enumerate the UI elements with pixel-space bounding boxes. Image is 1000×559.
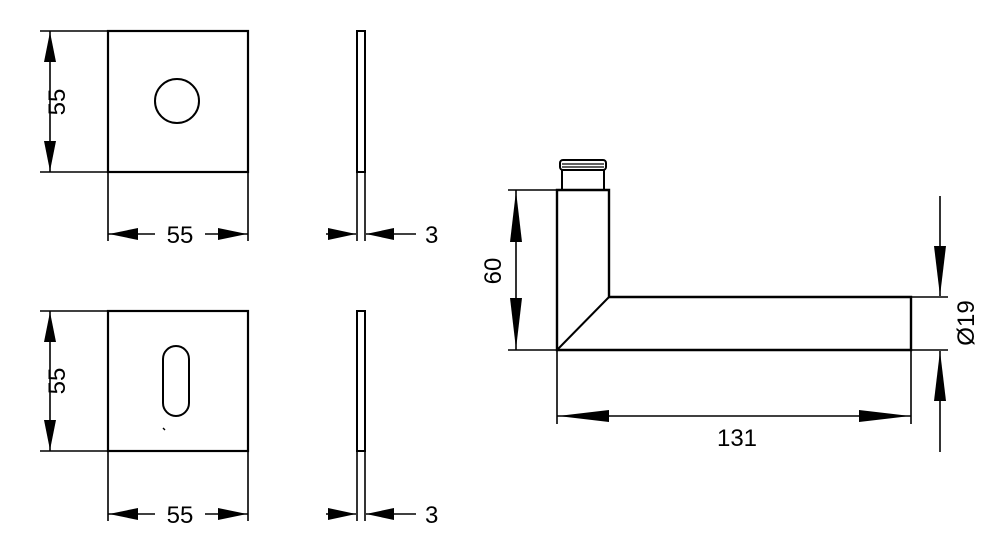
lever-diameter-dimension: Ø19 [911,196,980,452]
round-hole [154,78,200,124]
lever-length-label: 131 [717,425,757,452]
rosette-key-width-dimension: 55 [107,451,249,529]
rosette-key-height-label: 55 [44,368,71,395]
rosette-round-height-label: 55 [44,89,71,116]
rosette-key-width-label: 55 [167,502,194,529]
lever-handle [555,159,913,352]
lever-outline [555,188,913,352]
rosette-key-thickness-label: 3 [425,502,438,529]
lever-height-label: 60 [480,258,507,285]
rosette-round-side-view: 3 [326,30,438,249]
rosette-round-height-dimension: 55 [40,30,108,173]
rosette-key-front-view [106,309,250,453]
spindle-neck [561,169,605,191]
rosette-key-height-dimension: 55 [40,310,108,452]
spindle-cap [559,159,607,171]
lever-diameter-label: Ø19 [953,300,980,345]
rosette-round-width-dimension: 55 [107,172,249,249]
lever-length-dimension: 131 [556,350,912,452]
lever-miter [556,296,610,351]
key-slot [162,345,190,417]
rosette-round-width-label: 55 [167,222,194,249]
rosette-round-front-view [106,29,250,174]
lever-height-dimension: 60 [480,189,557,351]
rosette-key-side-view: 3 [326,310,438,529]
rosette-round-thickness-label: 3 [425,222,438,249]
